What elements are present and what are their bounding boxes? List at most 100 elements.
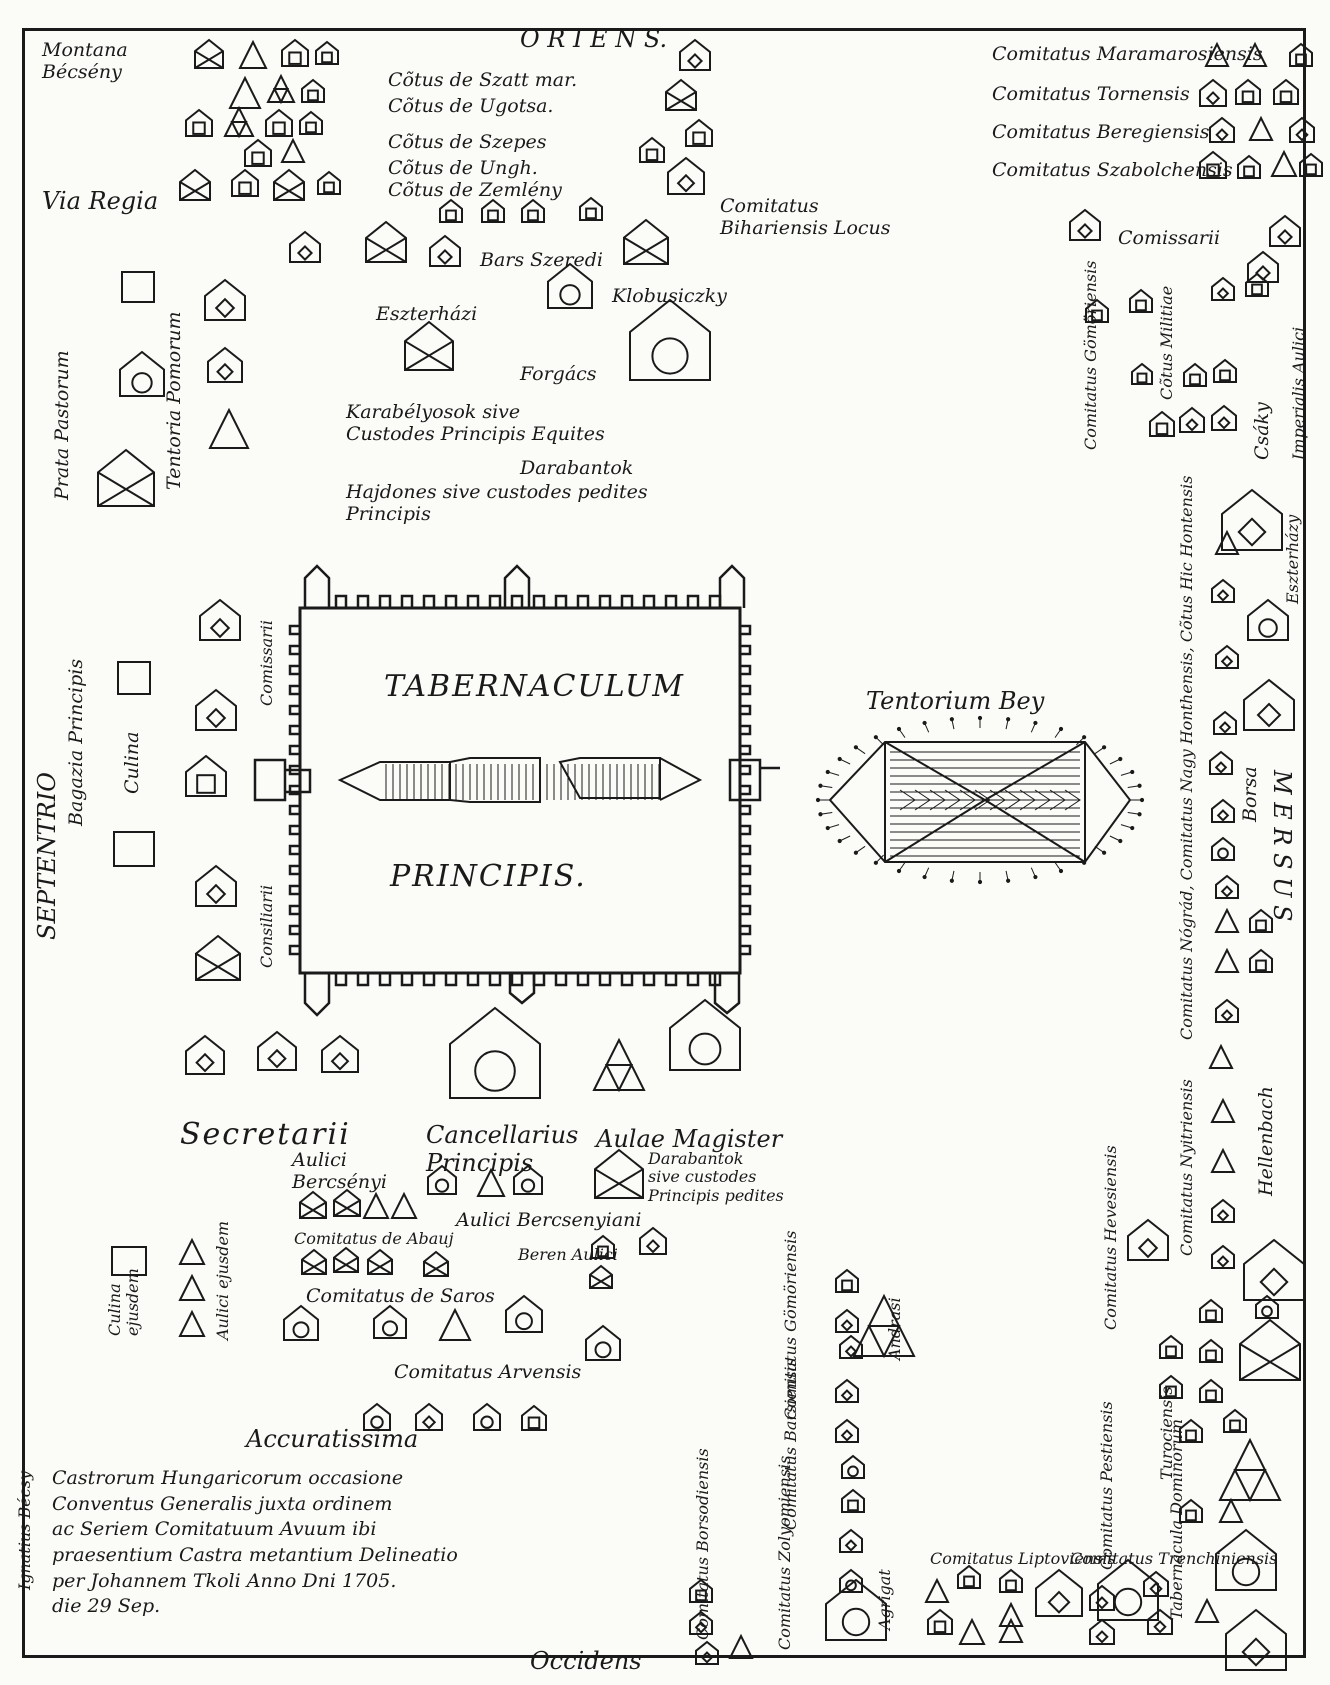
label-forgacs: Forgács xyxy=(520,363,597,385)
label-trenchiniensis: Comitatus Trenchiniensis xyxy=(1070,1549,1278,1568)
tent-icon xyxy=(1218,1437,1282,1503)
map-frame xyxy=(22,28,1306,1658)
tent-icon xyxy=(429,234,461,267)
tent-icon xyxy=(415,1402,443,1431)
tent-icon xyxy=(1239,1318,1301,1381)
tent-icon xyxy=(839,1528,863,1553)
tent-icon xyxy=(1085,298,1109,323)
tent-icon xyxy=(204,278,246,321)
label-aulici-bercsenyiani: Aulici Bercsenyiani xyxy=(456,1209,642,1231)
label-imperialis: Imperialis Aulici xyxy=(1289,326,1308,460)
tent-icon xyxy=(1270,149,1298,177)
label-principis: PRINCIPIS. xyxy=(390,859,587,894)
tent-icon xyxy=(1249,948,1273,973)
tent-icon xyxy=(333,1188,361,1217)
tabernaculum-enclosure xyxy=(253,564,780,1017)
tent-icon xyxy=(1149,410,1175,437)
tent-icon xyxy=(207,346,243,383)
tent-icon xyxy=(1237,154,1261,179)
tent-icon xyxy=(404,320,454,371)
tent-icon xyxy=(1199,78,1227,107)
label-abauj: Comitatus de Abauj xyxy=(294,1229,454,1248)
label-darabantok-pedites: Darabantok sive custodes Principis pedit… xyxy=(648,1149,784,1205)
label-agrigat: Agrigat xyxy=(875,1569,894,1630)
tent-icon xyxy=(689,1610,713,1635)
tent-icon xyxy=(665,78,697,111)
label-secretarii: Secretarii xyxy=(180,1117,351,1152)
label-aulici-bercsenyi: Aulici Bercsényi xyxy=(292,1149,387,1193)
tent-icon xyxy=(185,1034,225,1075)
tent-icon xyxy=(1211,1244,1235,1269)
tent-icon xyxy=(835,1308,859,1333)
tent-icon xyxy=(178,1237,206,1265)
label-tornensis: Comitatus Tornensis xyxy=(992,83,1190,105)
tent-icon xyxy=(1127,1218,1169,1261)
tent-icon xyxy=(185,754,227,797)
tent-icon xyxy=(481,198,505,223)
tent-icon xyxy=(390,1191,418,1219)
tent-icon xyxy=(1209,750,1233,775)
label-liptoviensis: Comitatus Liptoviensis xyxy=(930,1549,1116,1568)
tent-icon xyxy=(365,220,407,263)
tent-icon xyxy=(244,138,272,167)
tent-icon xyxy=(585,1324,621,1361)
tent-icon xyxy=(473,1402,501,1431)
tent-icon xyxy=(1215,874,1239,899)
tent-icon xyxy=(1273,78,1299,105)
tent-icon xyxy=(119,350,165,397)
tent-icon xyxy=(592,1037,646,1093)
tent-icon xyxy=(1210,1097,1236,1123)
tent-icon xyxy=(521,1404,547,1431)
tent-icon xyxy=(1097,1558,1159,1621)
tent-icon xyxy=(1243,678,1295,731)
tent-icon xyxy=(257,1030,297,1071)
label-szabolchensis: Comitatus Szabolchensis xyxy=(992,159,1233,181)
tent-icon xyxy=(273,168,305,201)
tent-icon xyxy=(841,1488,865,1513)
tent-icon xyxy=(333,1246,359,1273)
tent-icon xyxy=(1129,288,1153,313)
tent-icon xyxy=(1215,998,1239,1023)
tent-icon xyxy=(178,1309,206,1337)
tent-icon xyxy=(1159,1334,1183,1359)
tent-icon xyxy=(1235,78,1261,105)
tent-icon xyxy=(231,168,259,197)
tent-icon xyxy=(841,1454,865,1479)
tent-icon xyxy=(521,198,545,223)
direction-south: Occidens xyxy=(530,1647,642,1675)
tent-icon xyxy=(179,168,211,201)
label-tentoria-pomorum: Tentoria Pomorum xyxy=(163,311,185,490)
tent-icon xyxy=(1218,1497,1244,1523)
tent-icon xyxy=(825,1578,887,1641)
tent-icon xyxy=(427,1164,457,1195)
tent-icon xyxy=(1213,710,1237,735)
tent-icon xyxy=(194,38,224,69)
tent-icon xyxy=(579,196,603,221)
label-ungh: Cõtus de Ungh. xyxy=(388,157,538,179)
tent-icon xyxy=(1089,1618,1115,1645)
tent-icon xyxy=(439,198,463,223)
tent-icon xyxy=(266,73,296,105)
tent-icon xyxy=(505,1294,543,1333)
label-maramarosiensis: Comitatus Maramarosiensis xyxy=(992,43,1263,65)
tent-icon xyxy=(1199,1338,1223,1363)
tent-icon xyxy=(195,864,237,907)
label-hontensis: Comitatus Nógrád, Comitatus Nagy Honthen… xyxy=(1177,475,1196,1040)
tentorium-bey xyxy=(815,715,1145,885)
map-legend: Castrorum Hungaricorum occasione Convent… xyxy=(52,1467,458,1618)
tent-icon xyxy=(1242,41,1268,67)
tent-icon xyxy=(998,1601,1024,1627)
label-via-regia: Via Regia xyxy=(42,187,159,215)
tent-icon xyxy=(728,1633,754,1659)
tent-icon xyxy=(301,78,325,103)
label-heves: Comitatus Hevesiensis xyxy=(1101,1145,1120,1330)
label-signature: Ignatius Bécsy xyxy=(15,1471,34,1590)
direction-west: SEPTENTRIO xyxy=(33,772,61,940)
tent-icon xyxy=(513,1164,543,1195)
tent-icon xyxy=(1199,150,1227,179)
tent-icon xyxy=(589,1264,613,1289)
tent-icon xyxy=(195,934,241,981)
label-barsszeredi: Bars Szeredi xyxy=(480,249,603,271)
label-csaky: Csáky xyxy=(1251,402,1273,460)
